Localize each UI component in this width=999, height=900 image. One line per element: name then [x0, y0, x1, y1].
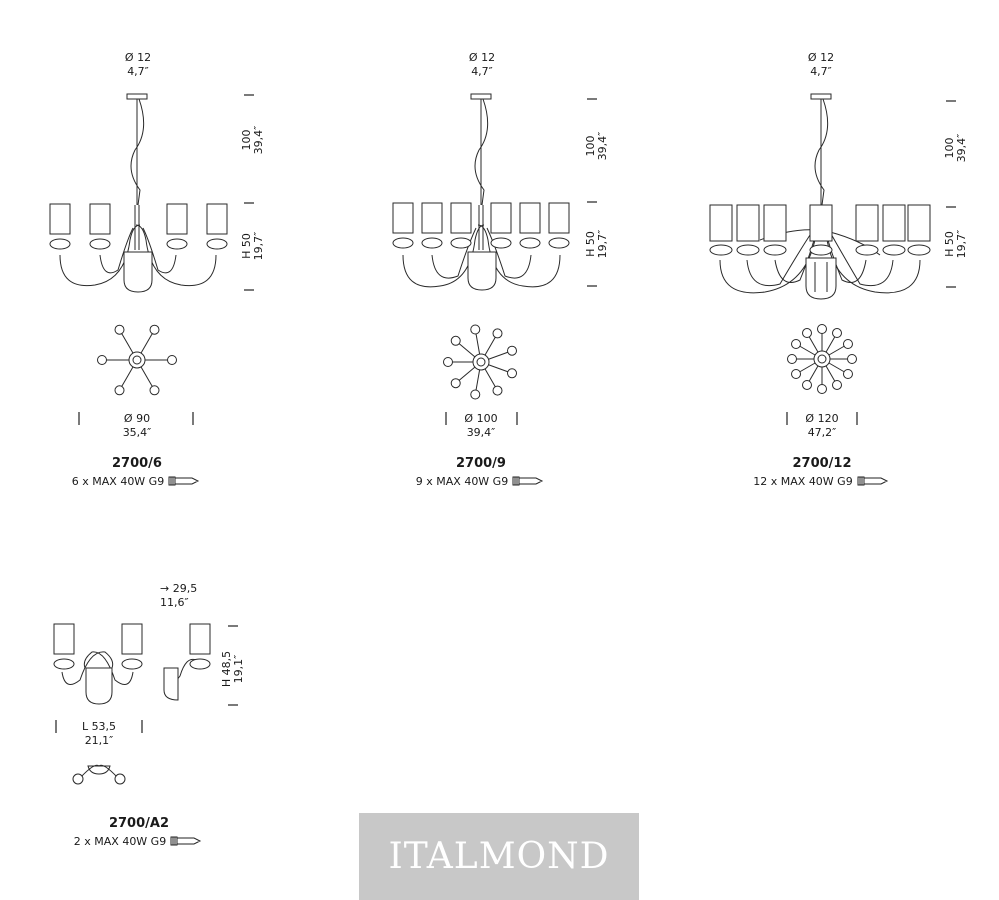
- top-view-cup: [450, 335, 461, 346]
- top-view-cup: [791, 369, 802, 379]
- top-view-cup: [450, 378, 461, 389]
- top-view-cup: [802, 328, 812, 339]
- top-view-cup: [149, 385, 160, 396]
- top-diameter-label: Ø 12 4,7″: [468, 51, 496, 78]
- length-label: L 53,5 21,1″: [81, 720, 117, 747]
- top-view-cup: [114, 385, 125, 396]
- g9-bulb-icon: [168, 476, 202, 489]
- top-view-cup: [470, 389, 481, 400]
- top-view-cup: [817, 324, 827, 334]
- top-view-cup: [847, 354, 857, 364]
- top-view-cup: [470, 324, 481, 335]
- top-view-cup: [492, 328, 503, 339]
- g9-bulb-icon: [170, 836, 204, 849]
- top-view-cup: [791, 339, 802, 349]
- top-view-cup: [507, 345, 518, 356]
- top-view-cup: [832, 379, 842, 390]
- top-view-cup: [817, 384, 827, 394]
- product-code: 2700/A2: [108, 816, 170, 831]
- top-view-cup: [443, 357, 453, 367]
- lamp-spec: 12 x MAX 40W G9: [737, 475, 907, 489]
- top-diameter-label: Ø 12 4,7″: [124, 51, 152, 78]
- top-view-cup: [149, 324, 160, 335]
- top-view-cup: [787, 354, 797, 364]
- product-code: 2700/6: [112, 456, 162, 471]
- top-view-cup: [114, 324, 125, 335]
- top-view-cup: [832, 328, 842, 339]
- top-view-cup: [97, 355, 107, 365]
- depth-label: → 29,5 11,6″: [160, 582, 198, 609]
- lamp-spec: 2 x MAX 40W G9: [54, 835, 224, 849]
- width-label: Ø 100 39,4″: [464, 412, 498, 439]
- lamp-spec: 6 x MAX 40W G9: [52, 475, 222, 489]
- brand-watermark: ITALMOND: [359, 813, 639, 900]
- top-view-cup: [167, 355, 177, 365]
- product-code: 2700/9: [456, 456, 506, 471]
- width-label: Ø 120 47,2″: [805, 412, 839, 439]
- top-view-cup: [492, 385, 503, 396]
- top-view-cup: [802, 379, 812, 390]
- g9-bulb-icon: [512, 476, 546, 489]
- top-view-cup: [842, 339, 853, 349]
- wall-light-top-view: [72, 764, 126, 785]
- g9-bulb-icon: [857, 476, 891, 489]
- product-code: 2700/12: [792, 456, 852, 471]
- top-diameter-label: Ø 12 4,7″: [807, 51, 835, 78]
- lamp-spec: 9 x MAX 40W G9: [396, 475, 566, 489]
- top-view-cup: [842, 369, 853, 379]
- top-view-cup: [507, 368, 518, 379]
- width-label: Ø 90 35,4″: [122, 412, 152, 439]
